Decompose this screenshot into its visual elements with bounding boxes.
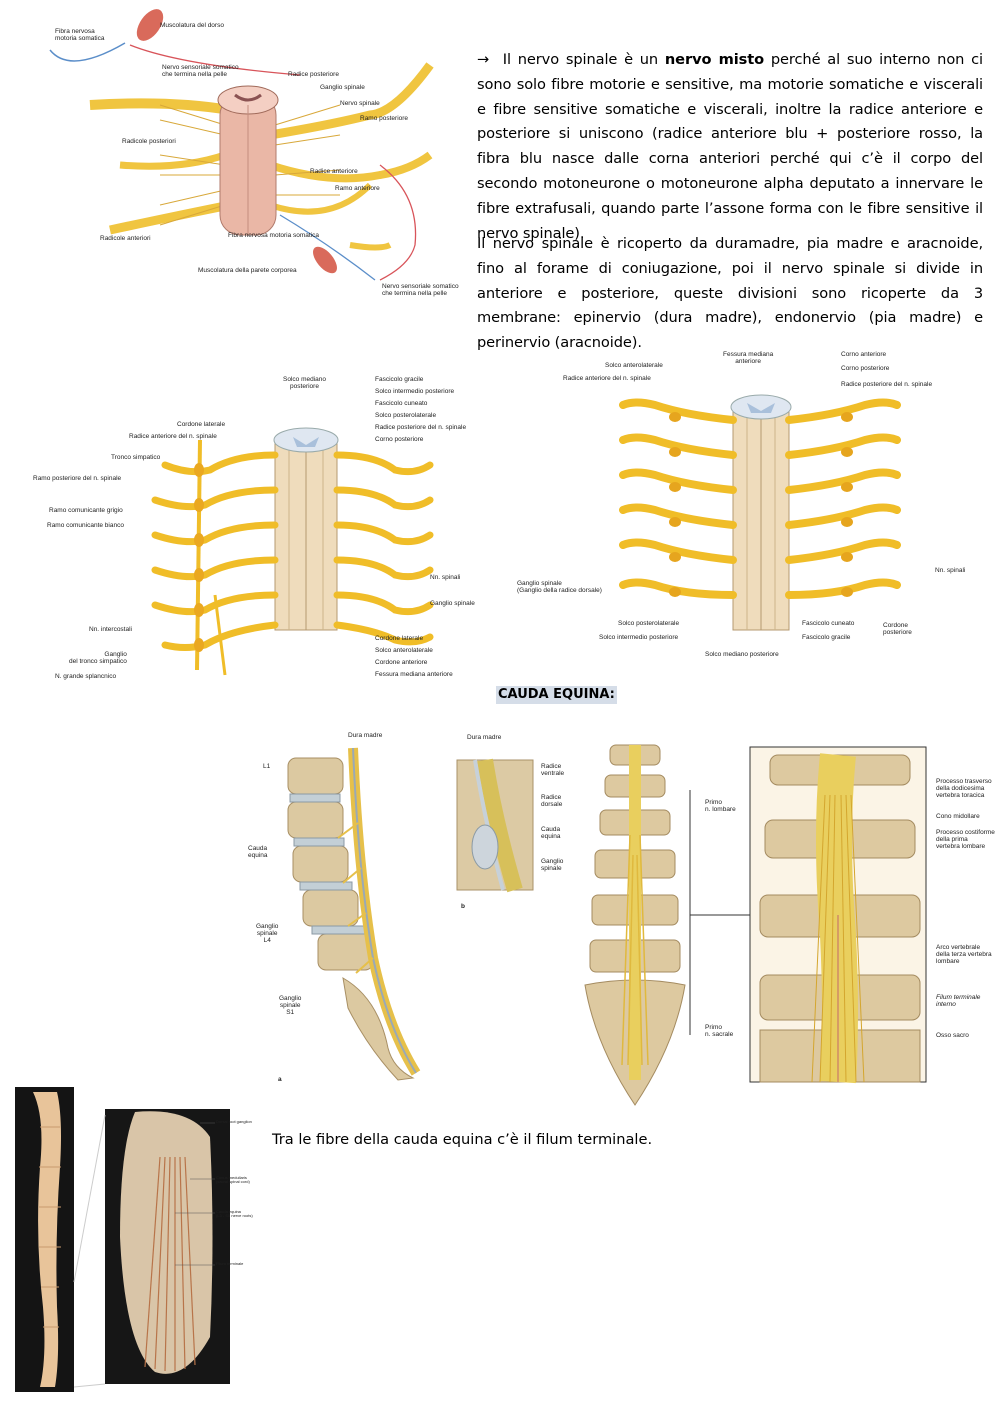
label-dura-madre: Dura madre [467, 734, 502, 741]
label-fessura-mediana: Fessura mediana anteriore [723, 351, 774, 365]
label-ganglio-spinale: Ganglio spinale (Ganglio della radice do… [517, 580, 602, 594]
figure-cord-anterior: Fessura mediana anteriore Corno anterior… [515, 345, 985, 665]
label-solco-mediano-posteriore: Solco mediano posteriore [283, 376, 326, 390]
label-nn-spinali: Nn. spinali [935, 567, 966, 574]
label-dura-madre: Dura madre [348, 732, 383, 739]
label-fascicolo-gracile: Fascicolo gracile [375, 376, 424, 383]
figure-cord-sympathetic: Solco mediano posteriore Fascicolo graci… [25, 345, 500, 690]
label-ganglio-spinale: Ganglio spinale [541, 858, 564, 872]
label-tronco-simpatico: Tronco simpatico [111, 454, 161, 461]
lumbar-lateral-illustration [287, 747, 421, 1081]
label-solco-anterolaterale: Solco anterolaterale [375, 647, 433, 654]
label-radice-anteriore: Radice anteriore [310, 168, 358, 175]
label-muscolatura-parete: Muscolatura della parete corporea [198, 267, 297, 274]
label-nn-spinali: Nn. spinali [430, 574, 461, 581]
label-osso-sacro: Osso sacro [936, 1032, 969, 1039]
paragraph1-post: perché al suo interno non ci sono solo f… [477, 51, 983, 242]
figure-cadaver-photo: Dorsal root ganglion Conus medullaris (s… [15, 1087, 265, 1392]
label-primo-sacrale: Primo n. sacrale [705, 1024, 734, 1038]
label-ganglio-tronco: Ganglio del tronco simpatico [69, 651, 127, 665]
figure-spinal-nerve-diagram: Fibra nervosa motoria somatica Muscolatu… [30, 5, 475, 310]
paragraph-nervo-misto: → Il nervo spinale è un nervo misto perc… [477, 48, 983, 246]
label-filum-terminale-photo: Filum terminale [216, 1261, 244, 1266]
spinal-nerve-illustration [49, 9, 434, 281]
label-ramo-posteriore: Ramo posteriore del n. spinale [33, 475, 122, 482]
paragraph1-bold: nervo misto [664, 51, 765, 68]
label-cauda-equina-photo: Cauda equina (L3 - S5 nerve roots) [216, 1209, 253, 1219]
label-fascicolo-cuneato: Fascicolo cuneato [375, 400, 428, 407]
label-ramo-posteriore: Ramo posteriore [360, 115, 409, 122]
label-cordone-laterale: Cordone laterale [177, 421, 226, 428]
label-cordone-posteriore: Cordone posteriore [883, 622, 912, 636]
label-primo-lombare: Primo n. lombare [705, 799, 736, 813]
label-cordone-anteriore: Cordone anteriore [375, 659, 428, 666]
label-radice-dorsale: Radice dorsale [541, 794, 563, 808]
figure-dura-detail: Dura madre Radice ventrale Radice dorsal… [455, 732, 580, 912]
label-radice-anteriore: Radice anteriore del n. spinale [129, 433, 217, 440]
label-grande-splancnico: N. grande splancnico [55, 673, 117, 680]
section-heading: CAUDA EQUINA: [496, 686, 617, 704]
dura-detail-illustration [456, 758, 534, 893]
cord-sympathetic-illustration [151, 427, 434, 676]
paragraph1-pre: Il nervo spinale è un [502, 51, 665, 68]
label-processo-trasverso: Processo trasverso della dodicesima vert… [936, 778, 992, 799]
label-solco-mediano: Solco mediano posteriore [705, 651, 779, 658]
label-cordone-laterale-b: Cordone laterale [375, 635, 424, 642]
label-nervo-spinale: Nervo spinale [340, 100, 380, 107]
label-radicole-anteriori: Radicole anteriori [100, 235, 151, 242]
label-solco-intermedio: Solco intermedio posteriore [599, 634, 679, 641]
label-cono-midollare: Cono midollare [936, 813, 980, 820]
cadaver-photo-illustration [15, 1087, 230, 1392]
label-fascicolo-gracile: Fascicolo gracile [802, 634, 851, 641]
label-ganglio-l4: Ganglio spinale L4 [256, 923, 279, 944]
label-l1: L1 [263, 763, 271, 770]
label-ramo-bianco: Ramo comunicante bianco [47, 522, 124, 529]
label-radice-posteriore: Radice posteriore [288, 71, 339, 78]
posterior-lumbar-illustration [584, 744, 927, 1106]
label-ganglio-spinale: Ganglio spinale [320, 84, 365, 91]
label-fibra-motoria-somatica: Fibra nervosa motoria somatica [228, 232, 320, 239]
label-conus-medullaris: Conus medullaris (sacral spinal cord) [216, 1175, 250, 1185]
label-radice-ventrale: Radice ventrale [541, 763, 565, 777]
label-corno-anteriore: Corno anteriore [841, 351, 887, 358]
label-cauda-equina: Cauda equina [541, 826, 561, 840]
label-solco-posterolaterale: Solco posterolaterale [618, 620, 680, 627]
label-dorsal-root-ganglion: Dorsal root ganglion [216, 1119, 252, 1124]
label-muscolatura-dorso: Muscolatura del dorso [160, 22, 224, 29]
label-solco-posterolaterale: Solco posterolaterale [375, 412, 437, 419]
label-radicole-posteriori: Radicole posteriori [122, 138, 176, 145]
label-ramo-anteriore: Ramo anteriore [335, 185, 380, 192]
label-ramo-grigio: Ramo comunicante grigio [49, 507, 123, 514]
figure-lumbar-lateral: Dura madre L1 Cauda equina Ganglio spina… [248, 728, 428, 1088]
label-processo-costiforme: Processo costiforme della prima vertebra… [936, 829, 995, 850]
label-fessura-mediana-anteriore: Fessura mediana anteriore [375, 671, 453, 678]
label-radice-anteriore: Radice anteriore del n. spinale [563, 375, 651, 382]
label-fibra-motoria: Fibra nervosa motoria somatica [55, 28, 105, 42]
figure-posterior-lumbar: Primo n. lombare Primo n. sacrale Proces… [580, 735, 998, 1110]
label-radice-posteriore: Radice posteriore del n. spinale [375, 424, 467, 431]
label-arco-vertebrale: Arco vertebrale della terza vertebra lom… [936, 944, 992, 965]
label-letter-a: a [278, 1076, 282, 1083]
label-fascicolo-cuneato: Fascicolo cuneato [802, 620, 855, 627]
label-corno-posteriore: Corno posteriore [841, 365, 890, 372]
label-corno-posteriore: Corno posteriore [375, 436, 424, 443]
label-nervo-sensoriale-pelle: Nervo sensoriale somatico che termina ne… [162, 64, 239, 78]
cord-anterior-illustration [619, 394, 901, 631]
label-radice-posteriore: Radice posteriore del n. spinale [841, 381, 933, 388]
arrow-glyph: → [477, 51, 490, 68]
label-nn-intercostali: Nn. intercostali [89, 626, 132, 633]
label-filum-terminale: Filum terminale interno [936, 994, 981, 1008]
paragraph-rivestimento: Il nervo spinale è ricoperto da duramadr… [477, 235, 983, 352]
caption-filum-terminale: Tra le fibre della cauda equina c’è il f… [272, 1131, 653, 1148]
label-ganglio-s1: Ganglio spinale S1 [279, 995, 302, 1016]
label-cauda-equina: Cauda equina [248, 845, 268, 859]
label-solco-intermedio-posteriore: Solco intermedio posteriore [375, 388, 455, 395]
label-solco-anterolaterale: Solco anterolaterale [605, 362, 663, 369]
label-letter-b: b [461, 903, 465, 910]
label-nervo-sensoriale-somatico: Nervo sensoriale somatico che termina ne… [382, 283, 459, 297]
label-ganglio-spinale: Ganglio spinale [430, 600, 475, 607]
